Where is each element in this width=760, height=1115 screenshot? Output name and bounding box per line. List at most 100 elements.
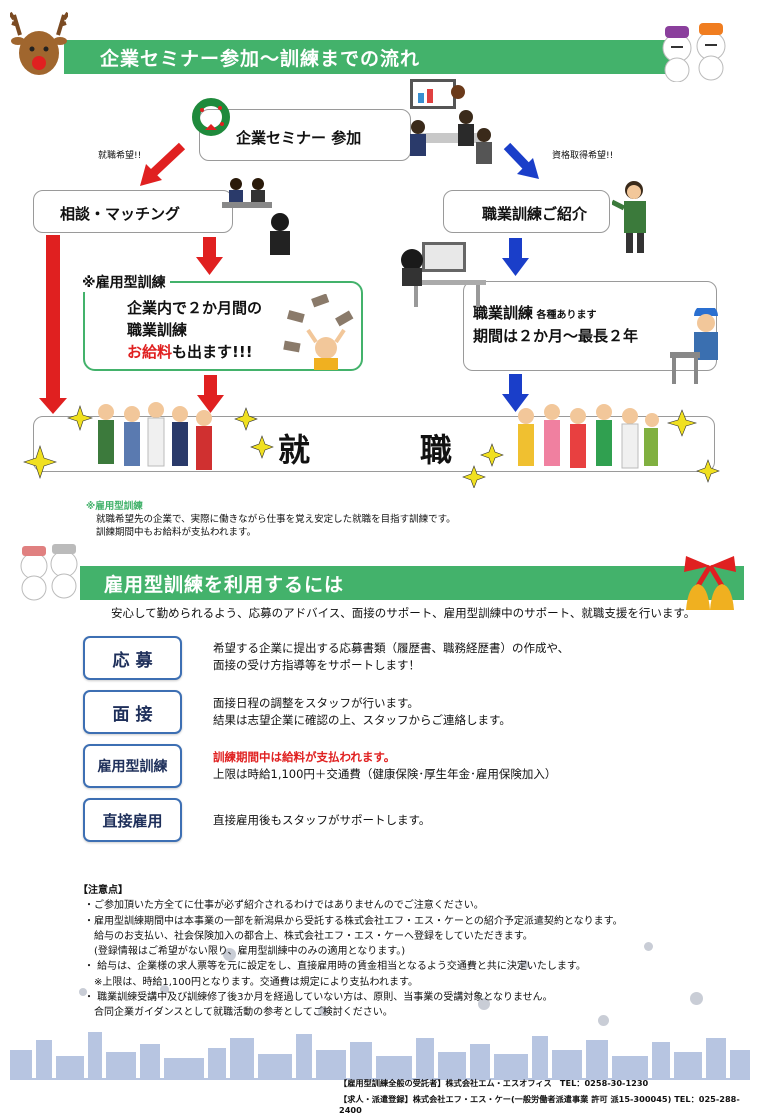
caution-line: (登録情報はご希望がない限り、雇用型訓練中のみの適用となります。) [84,946,406,958]
step-training-button[interactable]: 雇用型訓練 [83,744,182,788]
arrows-layer [39,142,539,414]
sparkle-icon [234,407,258,431]
training-intro-box [443,190,610,233]
flow-section-banner: 企業セミナー参加〜訓練までの流れ [64,40,684,74]
caution-line: ・ご参加頂いた方全てに仕事が必ず紹介されるわけではありませんのでご注意ください。 [84,900,484,912]
caution-line: 合同企業ガイダンスとして就職活動の参考としてご検討ください。 [84,1007,393,1019]
step-direct-hire-label: 直接雇用 [102,811,163,830]
caution-line: ・雇用型訓練期間中は本事業の一部を新潟県から受託する株式会社エフ・エス・ケーとの… [84,915,623,927]
salary-rest: も出ます!!! [172,343,253,361]
step-apply-line1: 希望する企業に提出する応募書類（履歴書、職務経歴書）の作成や、 [213,641,570,655]
snow-dot [223,948,236,961]
step-interview-line2: 結果は志望企業に確認の上、スタッフからご連絡します。 [213,713,511,727]
snow-dot [690,992,703,1005]
usage-section-banner: 雇用型訓練を利用するには [80,566,744,600]
bells-ribbon-icon [684,556,736,610]
meeting-illustration [410,79,492,164]
caution-line: ※上限は、時給1,100円となります。交通費は規定により支払われます。 [84,976,419,988]
right-hint-text: 資格取得希望!! [552,151,614,161]
sparkle-icon [67,405,93,431]
snow-dot [644,942,653,951]
vocational-line1: 職業訓練 各種あります [473,302,597,323]
step-training-line1: 訓練期間中は給料が支払われます。 [213,750,396,764]
vocational-line2: 期間は２か月〜最長２年 [473,327,639,345]
snow-dot [520,960,529,969]
employ-training-title: ※雇用型訓練 [82,272,170,292]
note-line2: 訓練期間中もお給料が支払われます。 [96,527,257,538]
flow-section-title: 企業セミナー参加〜訓練までの流れ [100,47,421,70]
step-interview-button[interactable]: 面 接 [83,690,182,734]
employ-training-line1: 企業内で２か月間の [127,299,263,317]
employ-training-line3: お給料も出ます!!! [127,341,253,362]
red-short-arrow-1 [196,237,223,275]
seminar-box [199,109,411,161]
seminar-label: 企業セミナー 参加 [236,129,362,147]
vocational-small: 各種あります [533,310,597,321]
footer-contact-2: 【求人・派遣登録】株式会社エフ・エス・ケー(一般労働者派遣事業 許可 派15-3… [339,1094,740,1115]
step-direct-hire-description: 直接雇用後もスタッフがサポートします。 [213,812,430,829]
reindeer-illustration [10,11,68,75]
red-diagonal-arrow [140,142,186,186]
snow-dot [79,988,87,996]
sparkle-icon [666,409,698,437]
step-interview-description: 面接日程の調整をスタッフが行います。 結果は志望企業に確認の上、スタッフからご連… [213,695,511,729]
workers-group-right [518,404,659,469]
footer-contact-1: 【雇用型訓練全般の受託者】株式会社エム・エスオフィス TEL：0258-30-1… [339,1078,649,1088]
step-apply-description: 希望する企業に提出する応募書類（履歴書、職務経歴書）の作成や、 面接の受け方指導… [213,640,569,674]
snowmen-illustration [662,23,726,82]
step-interview-line1: 面接日程の調整をスタッフが行います。 [213,696,419,710]
step-apply-line2: 面接の受け方指導等をサポートします！ [213,658,420,672]
blue-arrow-1 [502,238,529,276]
sparkle-icon [462,465,486,488]
consult-label: 相談・マッチング [60,205,181,223]
employment-left-char: 就 [278,431,311,469]
employ-training-line2: 職業訓練 [127,321,188,339]
computer-learner-illustration [401,242,486,307]
sparkle-icon [480,443,504,467]
snowmen-illustration-2 [20,544,78,601]
step-direct-hire-line1: 直接雇用後もスタッフがサポートします。 [213,813,431,827]
step-apply-label: 応 募 [112,650,153,671]
blue-diagonal-arrow [503,142,539,179]
training-intro-label: 職業訓練ご紹介 [482,205,588,223]
employ-training-note: ※雇用型訓練 就職希望先の企業で、実際に働きながら仕事を覚え安定した就職を目指す… [86,500,456,539]
sparkle-icon [23,445,57,479]
salary-highlight: お給料 [127,343,173,361]
workers-group-left [98,402,212,470]
consult-box [33,190,233,233]
wreath-icon [192,98,230,136]
left-hint-text: 就職希望!! [98,151,142,161]
vocational-main: 職業訓練 [473,304,534,322]
snow-dot [160,985,169,994]
step-training-line2: 上限は時給1,100円＋交通費（健康保険･厚生年金･雇用保険加入） [213,767,557,781]
caution-line: ・ 給与は、企業様の求人票等を元に設定をし、直接雇用時の賃金相当となるよう交通費… [84,961,586,973]
step-training-description: 訓練期間中は給料が支払われます。 上限は時給1,100円＋交通費（健康保険･厚生… [213,749,556,783]
employment-right-char: 職 [420,431,453,469]
step-direct-hire-button[interactable]: 直接雇用 [83,798,182,842]
note-title: ※雇用型訓練 [86,501,143,512]
city-skyline [10,1030,750,1080]
snow-dot [598,1015,609,1026]
snow-dot [318,1006,328,1016]
blue-arrow-2 [502,374,529,412]
usage-subtitle: 安心して勤められるよう、応募のアドバイス、面接のサポート、雇用型訓練中のサポート… [111,606,696,620]
money-illustration [283,294,354,370]
worker-illustration [670,308,718,384]
step-interview-label: 面 接 [112,704,153,725]
step-training-label: 雇用型訓練 [97,759,168,775]
employ-training-box [83,281,363,371]
note-line1: 就職希望先の企業で、実際に働きながら仕事を覚え安定した就職を目指す訓練です。 [96,514,456,525]
red-short-arrow-2 [197,375,224,413]
step-apply-button[interactable]: 応 募 [83,636,182,680]
consultation-illustration [222,178,290,255]
red-long-arrow [39,235,67,414]
sparkles-layer [23,405,720,488]
caution-line: ・ 職業訓練受講中及び訓練修了後3か月を経過していない方は、原則、当事業の受講対… [84,992,553,1004]
snow-dot [478,998,490,1010]
usage-section-title: 雇用型訓練を利用するには [104,573,345,596]
caution-notes: 【注意点】 ・ご参加頂いた方全てに仕事が必ず紹介されるわけではありませんのでご注… [78,883,714,1021]
caution-line: 給与のお支払い、社会保険加入の都合上、株式会社エフ・エス・ケーへ登録をしていただ… [84,930,533,942]
caution-header: 【注意点】 [78,885,128,896]
instructor-illustration [612,181,646,253]
sparkle-icon [250,435,274,459]
